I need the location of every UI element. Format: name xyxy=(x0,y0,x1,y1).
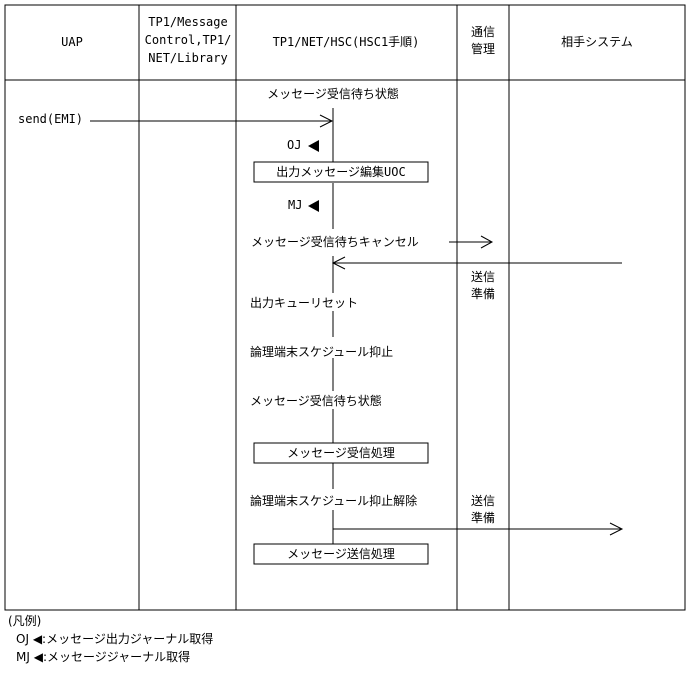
column-header-comm: 通信 xyxy=(471,25,495,39)
arrowhead-icon xyxy=(319,114,334,128)
send-prep-label: 送信 xyxy=(471,269,495,284)
legend-oj: OJ ◀:メッセージ出力ジャーナル取得 xyxy=(16,631,213,647)
journal-triangle-icon: ◀ xyxy=(33,650,43,664)
legend-mj-key: MJ xyxy=(16,650,30,664)
step-cancel-label: メッセージ受信待ちキャンセル xyxy=(251,235,419,249)
send-prep-label: 送信 xyxy=(471,493,495,508)
mj-label: MJ xyxy=(288,198,302,212)
legend-title: (凡例) xyxy=(8,613,41,629)
send-prep-label: 準備 xyxy=(471,286,495,301)
diagram-frame xyxy=(4,4,686,611)
column-header-tp1-message-control: NET/Library xyxy=(148,51,227,65)
arrowhead-icon xyxy=(480,235,494,249)
journal-triangle-icon xyxy=(308,200,319,212)
column-header-hsc: TP1/NET/HSC(HSC1手順) xyxy=(273,35,420,49)
legend-mj: MJ ◀:メッセージジャーナル取得 xyxy=(16,649,190,665)
arrowhead-icon xyxy=(331,256,346,270)
legend-oj-key: OJ xyxy=(16,632,29,646)
column-header-tp1-message-control: Control,TP1/ xyxy=(145,33,232,47)
journal-triangle-icon: ◀ xyxy=(32,632,43,646)
step-suppress-release: 論理端末スケジュール抑止解除 xyxy=(250,493,417,508)
column-header-uap: UAP xyxy=(61,35,83,49)
send-proc-label: メッセージ送信処理 xyxy=(287,546,395,561)
legend-title-text: (凡例) xyxy=(8,614,42,628)
edit-uoc-box xyxy=(253,161,429,183)
arrowhead-icon xyxy=(609,522,624,536)
journal-triangle-icon xyxy=(308,140,319,152)
column-header-remote: 相手システム xyxy=(561,35,633,49)
legend-oj-desc: :メッセージ出力ジャーナル取得 xyxy=(42,632,214,646)
step-send-emi-label: send(EMI) xyxy=(18,112,83,126)
edit-uoc-label: 出力メッセージ編集UOC xyxy=(276,164,405,179)
step-wait-state-2: メッセージ受信待ち状態 xyxy=(250,393,382,408)
column-header-comm: 管理 xyxy=(471,41,495,56)
send-prep-label: 準備 xyxy=(471,510,495,525)
step-wait-state: メッセージ受信待ち状態 xyxy=(267,86,399,101)
send-proc-box xyxy=(253,543,429,565)
legend-mj-desc: :メッセージジャーナル取得 xyxy=(42,650,191,664)
recv-proc-box xyxy=(253,442,429,464)
step-queue-reset: 出力キューリセット xyxy=(250,296,358,310)
oj-label: OJ xyxy=(287,138,301,152)
column-header-tp1-message-control: TP1/Message xyxy=(148,15,227,29)
step-suppress: 論理端末スケジュール抑止 xyxy=(250,344,393,359)
recv-proc-label: メッセージ受信処理 xyxy=(287,446,395,460)
